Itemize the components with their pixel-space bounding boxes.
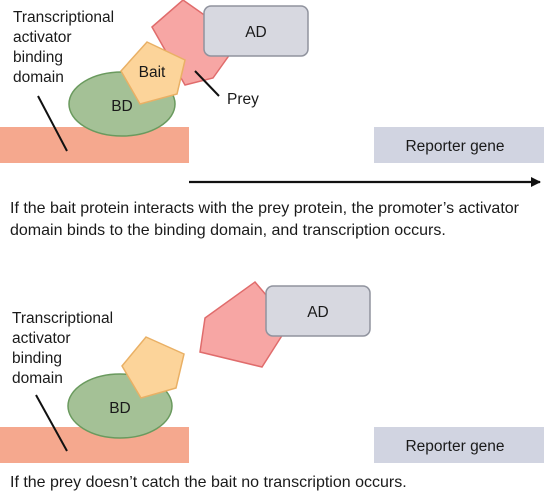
top-reporter-gene-box: [374, 127, 544, 163]
bottom-caption: If the prey doesn’t catch the bait no tr…: [10, 474, 407, 491]
bottom-reporter-gene-box: [374, 427, 544, 463]
top-binding-domain-label: Transcriptional activator binding domain: [13, 9, 118, 86]
top-reporter-gene-label: Reporter gene: [405, 138, 504, 155]
bottom-reporter-gene-label: Reporter gene: [405, 438, 504, 455]
top-ad-label: AD: [245, 24, 267, 41]
top-prey-label: Prey: [227, 91, 259, 108]
top-bd-label: BD: [111, 98, 133, 115]
bottom-bait-protein: [121, 336, 185, 399]
top-activation-domain-ad: [203, 5, 309, 57]
top-panel: Reporter gene BD AD Bait Prey Transcript…: [0, 0, 544, 187]
top-caption: If the bait protein interacts with the p…: [10, 200, 519, 239]
bottom-binding-domain-label: Transcriptional activator binding domain: [12, 310, 117, 387]
top-dna-strand: [0, 127, 189, 163]
top-label-pointer-line: [37, 95, 68, 152]
top-bait-protein: [120, 41, 186, 105]
top-prey-pointer-line: [194, 70, 220, 97]
bottom-activation-domain-ad: [265, 285, 371, 337]
bottom-label-pointer-line: [35, 394, 68, 452]
top-bait-label: Bait: [139, 64, 166, 81]
bottom-bd-label: BD: [109, 400, 131, 417]
bottom-panel: Reporter gene BD AD Transcriptional acti…: [0, 280, 544, 463]
bottom-ad-label: AD: [307, 304, 329, 321]
